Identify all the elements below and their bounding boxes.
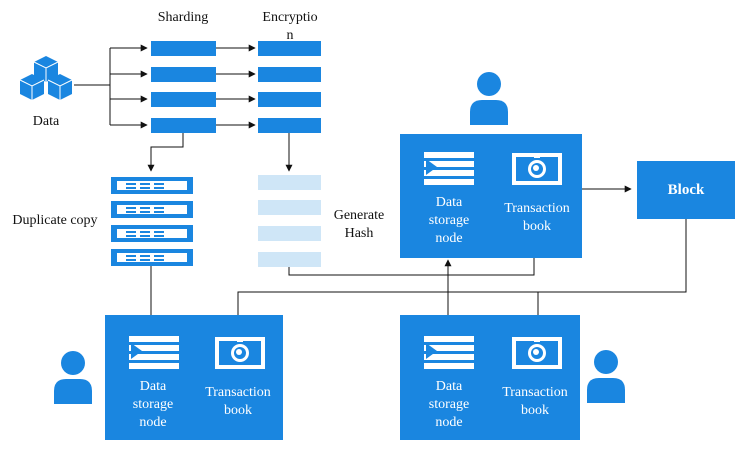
encryption-bars bbox=[258, 41, 321, 133]
camera-book-icon bbox=[215, 337, 265, 369]
user-icon bbox=[54, 351, 92, 404]
block-label: Block bbox=[667, 181, 705, 198]
data-cubes-icon bbox=[19, 56, 73, 100]
duplicate-copy-label: Duplicate copy bbox=[12, 213, 98, 228]
user-icon bbox=[587, 350, 625, 403]
block-box: Block bbox=[637, 161, 735, 219]
shard-bars bbox=[151, 41, 216, 133]
connection-lines bbox=[147, 185, 687, 333]
data-branch-lines bbox=[74, 44, 256, 129]
sharding-label: Sharding bbox=[157, 10, 209, 25]
document-list-icon bbox=[424, 152, 474, 185]
user-icon bbox=[470, 72, 508, 125]
generate-hash-label: Generate bbox=[333, 208, 385, 223]
document-list-icon bbox=[424, 336, 474, 369]
encryption-label-wrap: n bbox=[286, 28, 294, 43]
generate-hash-label-line2: Hash bbox=[344, 226, 374, 241]
sharding-down-lines bbox=[147, 133, 293, 172]
server-icon bbox=[111, 177, 193, 266]
encryption-label: Encryptio bbox=[262, 10, 318, 25]
data-label: Data bbox=[32, 114, 60, 129]
camera-book-icon bbox=[512, 153, 562, 185]
camera-book-icon bbox=[512, 337, 562, 369]
hash-bars bbox=[258, 175, 321, 267]
document-list-icon bbox=[129, 336, 179, 369]
